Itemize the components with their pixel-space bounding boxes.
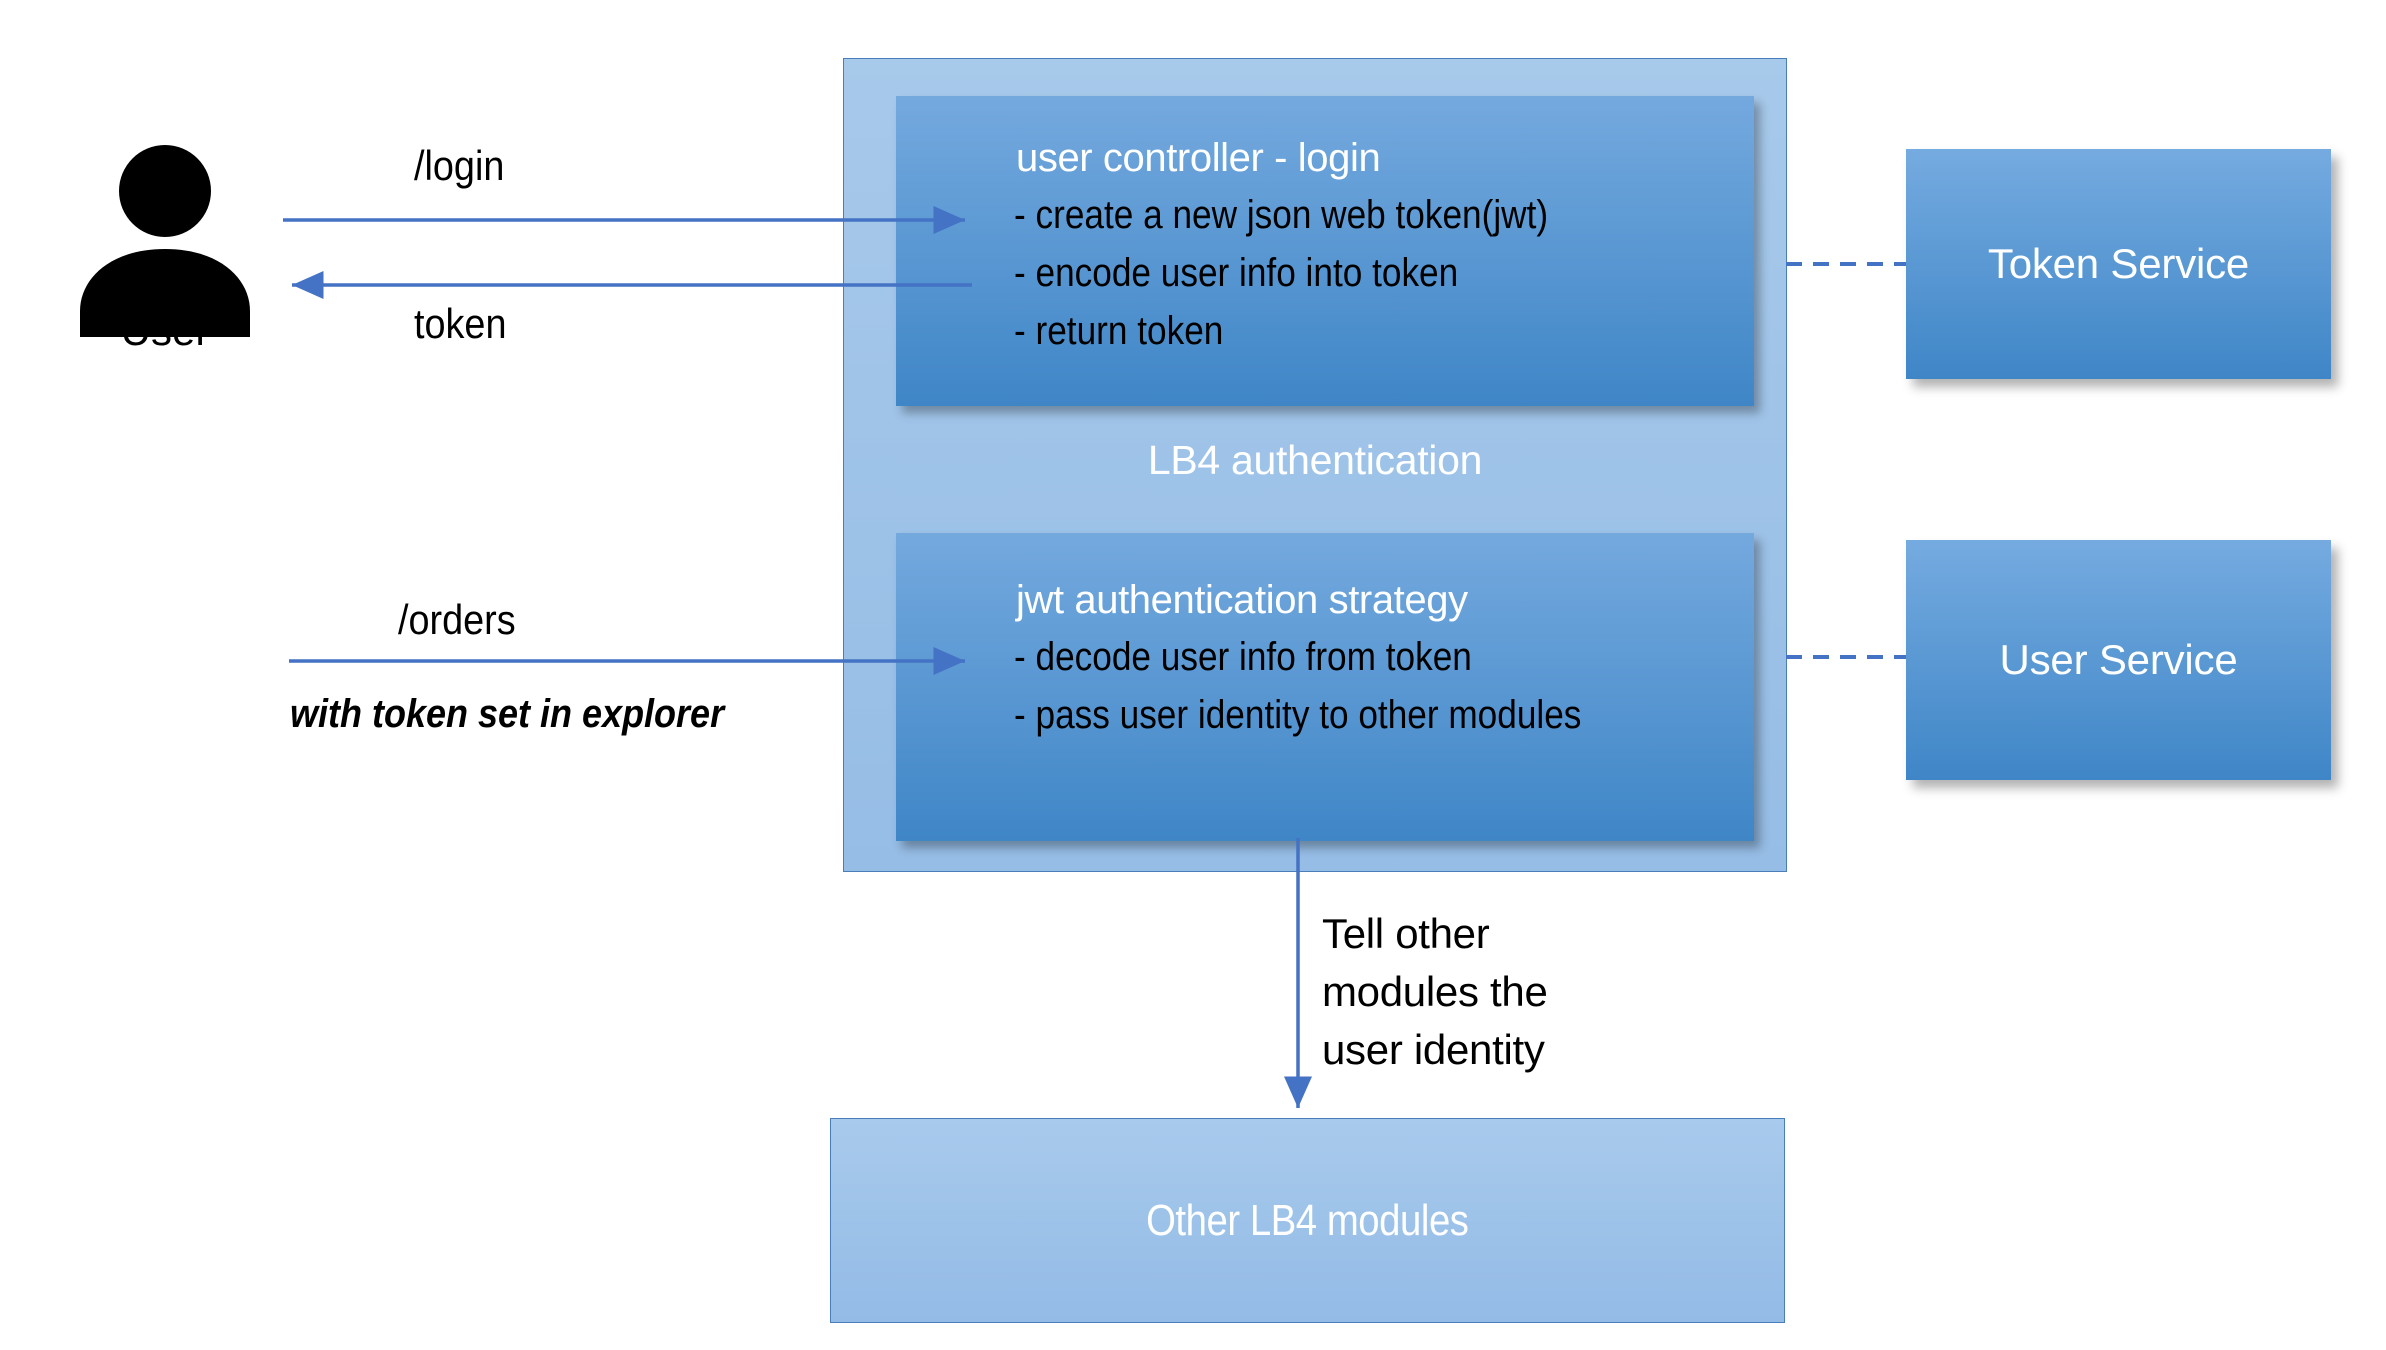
jwt-strategy-bullet-1: - pass user identity to other modules	[1014, 693, 1582, 737]
flow-label-login: /login	[414, 142, 505, 189]
jwt-strategy-bullet-0: - decode user info from token	[1014, 635, 1472, 679]
tell-other-modules-note: Tell other modules the user identity	[1322, 905, 1548, 1079]
jwt-strategy-bullet-list: - decode user info from token - pass use…	[1014, 628, 1581, 744]
user-service-label: User Service	[1999, 636, 2238, 683]
other-lb4-modules-label: Other LB4 modules	[1146, 1195, 1469, 1245]
tell-note-line-0: Tell other	[1322, 910, 1490, 957]
flow-label-orders: /orders	[398, 596, 516, 643]
other-lb4-modules-box[interactable]: Other LB4 modules	[830, 1118, 1785, 1323]
user-controller-bullet-2: - return token	[1014, 309, 1224, 353]
flow-label-token: token	[414, 300, 507, 347]
token-service-box[interactable]: Token Service	[1906, 149, 2331, 379]
jwt-authentication-strategy-module-box[interactable]: jwt authentication strategy - decode use…	[896, 533, 1754, 841]
tell-note-line-1: modules the	[1322, 968, 1548, 1015]
user-actor-label: User	[120, 307, 210, 354]
lb4-authentication-caption: LB4 authentication	[1147, 437, 1483, 483]
jwt-strategy-title: jwt authentication strategy	[1016, 578, 1468, 622]
token-service-label: Token Service	[1987, 240, 2250, 287]
user-controller-module-box[interactable]: user controller - login - create a new j…	[896, 96, 1754, 406]
user-controller-bullet-0: - create a new json web token(jwt)	[1014, 193, 1549, 237]
tell-note-line-2: user identity	[1322, 1026, 1545, 1073]
user-service-box[interactable]: User Service	[1906, 540, 2331, 780]
user-person-icon	[80, 145, 250, 345]
user-controller-bullet-list: - create a new json web token(jwt) - enc…	[1014, 186, 1548, 360]
user-controller-title: user controller - login	[1016, 136, 1381, 180]
flow-label-with-token-set-in-explorer: with token set in explorer	[290, 692, 725, 736]
user-controller-bullet-1: - encode user info into token	[1014, 251, 1459, 295]
